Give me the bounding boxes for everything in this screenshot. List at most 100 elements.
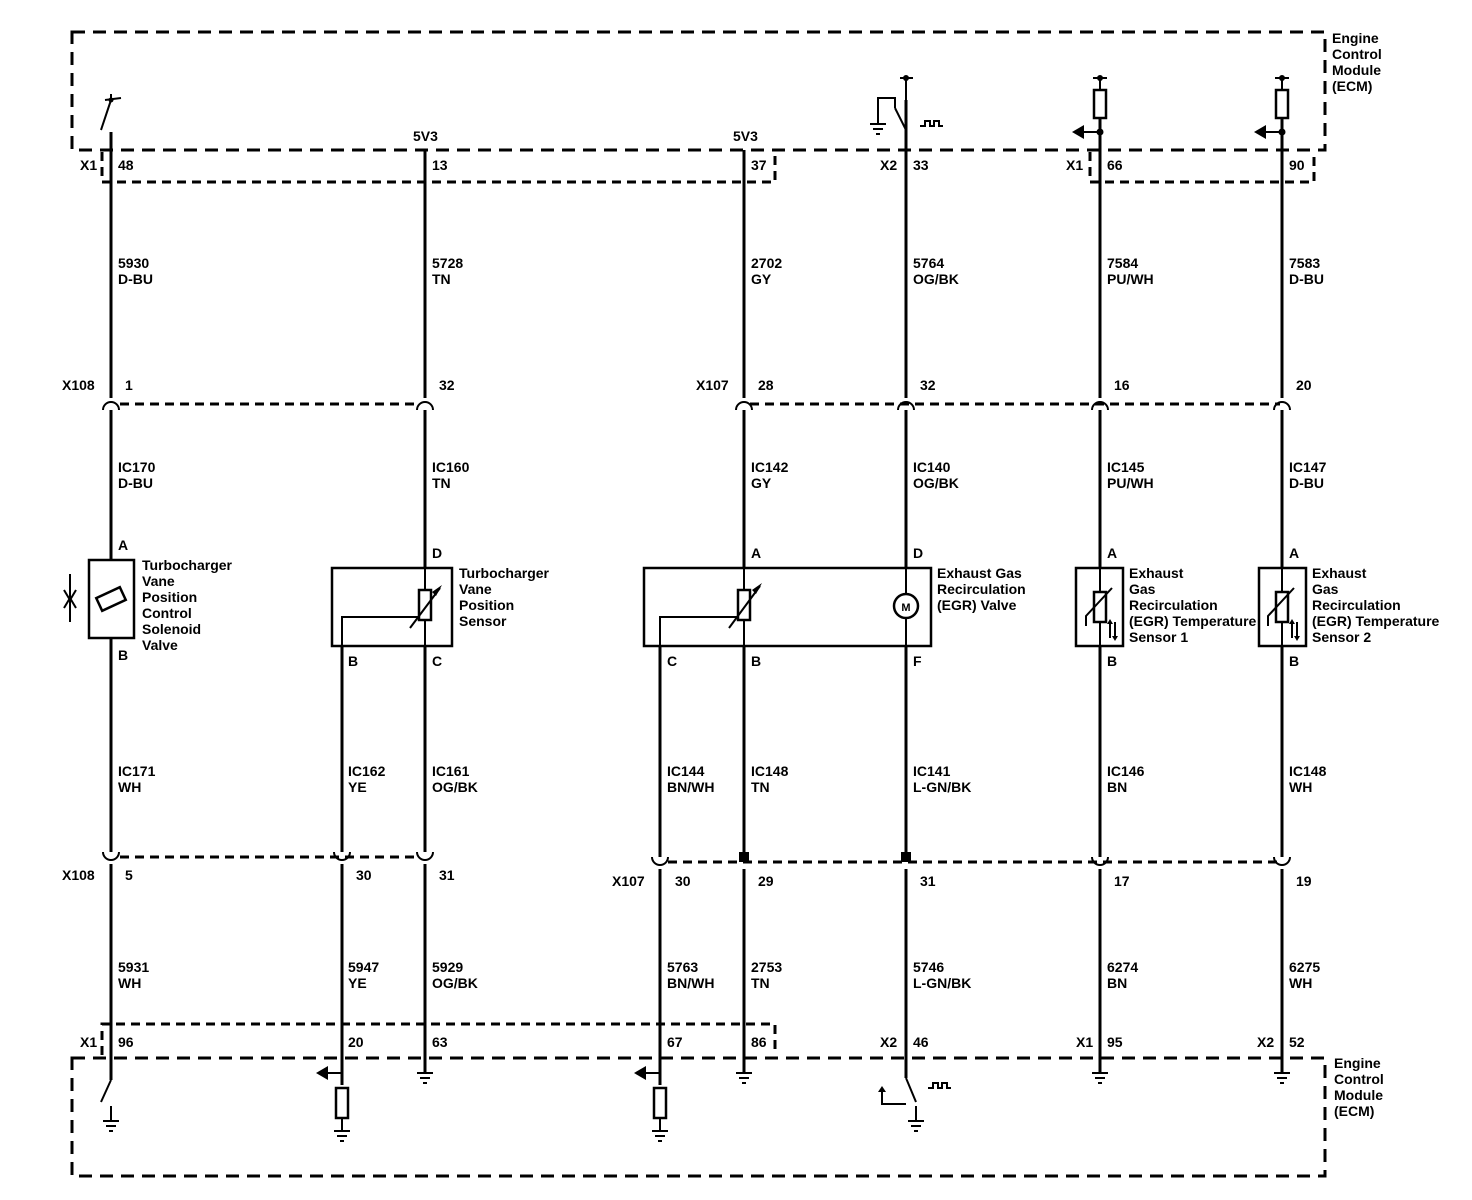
pin-number: 90 — [1289, 157, 1305, 173]
connector-terminal — [1273, 401, 1291, 411]
thermistor-icon — [1074, 566, 1125, 648]
wire-color: OG/BK — [913, 475, 959, 491]
connector-terminal — [651, 856, 669, 866]
circuit-vane-sensor — [330, 150, 454, 1084]
wire-color: YE — [348, 779, 367, 795]
component-label-line: Exhaust — [1129, 565, 1184, 581]
circuit-number: IC161 — [432, 763, 470, 779]
pin-number: 31 — [439, 867, 455, 883]
connector-x1-bottom — [100, 1022, 777, 1055]
component-pin: A — [1289, 545, 1299, 561]
component-pin: D — [913, 545, 923, 561]
component-label-line: Control — [142, 605, 192, 621]
wire-color: OG/BK — [913, 271, 959, 287]
circuit-number: 5763 — [667, 959, 698, 975]
arrow-icon — [634, 1066, 660, 1080]
wire-color: TN — [432, 475, 451, 491]
pin-number: 48 — [118, 157, 134, 173]
connector-terminal — [416, 401, 434, 411]
vane-sensor-label: Turbocharger Vane Position Sensor — [459, 565, 550, 629]
circuit-number: 2702 — [751, 255, 782, 271]
wire-color: OG/BK — [432, 975, 478, 991]
pin-number: 29 — [758, 873, 774, 889]
ecm-label-line: Engine — [1334, 1055, 1381, 1071]
switch-icon — [878, 1077, 924, 1132]
connector-label: X108 — [62, 377, 95, 393]
ecm-bottom-box — [70, 1056, 1327, 1178]
circuit-number: IC170 — [118, 459, 156, 475]
pin-number: 52 — [1289, 1034, 1305, 1050]
circuit-number: IC142 — [751, 459, 789, 475]
voltage-label: 5V3 — [733, 128, 758, 144]
pin-number: 63 — [432, 1034, 448, 1050]
connector-label: X1 — [80, 157, 97, 173]
pin-number: 66 — [1107, 157, 1123, 173]
ecm-top-box — [70, 30, 1327, 152]
component-label-line: Vane — [142, 573, 175, 589]
pin-number: 67 — [667, 1034, 683, 1050]
component-pin: B — [1289, 653, 1299, 669]
switch-icon — [870, 75, 913, 135]
wire-color: TN — [751, 779, 770, 795]
connector-terminal — [333, 851, 351, 861]
pin-number: 46 — [913, 1034, 929, 1050]
ecm-label-line: Control — [1332, 46, 1382, 62]
vane-sensor-box — [330, 566, 454, 648]
circuit-number: 5764 — [913, 255, 944, 271]
component-label-line: Recirculation — [937, 581, 1026, 597]
component-label-line: Sensor 2 — [1312, 629, 1371, 645]
connector-terminal — [1091, 856, 1109, 866]
pin-number: 20 — [1296, 377, 1312, 393]
component-pin: B — [348, 653, 358, 669]
pin-number: 30 — [675, 873, 691, 889]
arrow-icon — [1072, 125, 1100, 139]
potentiometer-icon — [659, 568, 762, 646]
potentiometer-icon — [341, 568, 442, 646]
pin-number: 17 — [1114, 873, 1130, 889]
ecm-label-line: (ECM) — [1334, 1103, 1374, 1119]
component-label-line: Turbocharger — [142, 557, 233, 573]
connector-terminal — [102, 851, 120, 861]
wire-color: PU/WH — [1107, 475, 1154, 491]
wire-color: BN/WH — [667, 779, 714, 795]
circuit-number: 7583 — [1289, 255, 1320, 271]
circuit-number: IC171 — [118, 763, 156, 779]
circuit-egr-low — [634, 646, 669, 1142]
ecm-label-line: Control — [1334, 1071, 1384, 1087]
pin-number: 33 — [913, 157, 929, 173]
component-pin: A — [751, 545, 761, 561]
component-label-line: Sensor 1 — [1129, 629, 1188, 645]
connector-terminal — [739, 852, 749, 862]
component-label-line: (EGR) Valve — [937, 597, 1017, 613]
component-label-line: Recirculation — [1129, 597, 1218, 613]
egr-valve-label: Exhaust Gas Recirculation (EGR) Valve — [937, 565, 1026, 613]
connector-terminal — [1091, 401, 1109, 411]
component-label-line: Sensor — [459, 613, 507, 629]
voltage-label: 5V3 — [413, 128, 438, 144]
pin-number: 13 — [432, 157, 448, 173]
component-label-line: Gas — [1312, 581, 1339, 597]
circuit-number: IC144 — [667, 763, 705, 779]
circuit-vane-sensor-low — [316, 646, 351, 1142]
pin-number: 32 — [439, 377, 455, 393]
pwm-signal-icon — [920, 120, 943, 127]
ground-icon — [417, 1072, 433, 1084]
pin-number: 86 — [751, 1034, 767, 1050]
circuit-number: IC140 — [913, 459, 951, 475]
circuit-number: 5746 — [913, 959, 944, 975]
connector-label: X107 — [612, 873, 645, 889]
ecm-label-line: Engine — [1332, 30, 1379, 46]
connector-terminal — [102, 401, 120, 411]
connector-x1-right-top — [1088, 152, 1316, 184]
wire-color: L-GN/BK — [913, 779, 971, 795]
component-pin: A — [118, 537, 128, 553]
circuit-egr-temp1 — [1072, 75, 1125, 1084]
pin-number: 28 — [758, 377, 774, 393]
connector-terminal — [1273, 856, 1291, 866]
arrow-icon — [316, 1066, 342, 1080]
wire-color: GY — [751, 271, 772, 287]
ground-icon — [652, 1130, 668, 1142]
connector-label: X108 — [62, 867, 95, 883]
pin-number: 37 — [751, 157, 767, 173]
pin-number: 16 — [1114, 377, 1130, 393]
